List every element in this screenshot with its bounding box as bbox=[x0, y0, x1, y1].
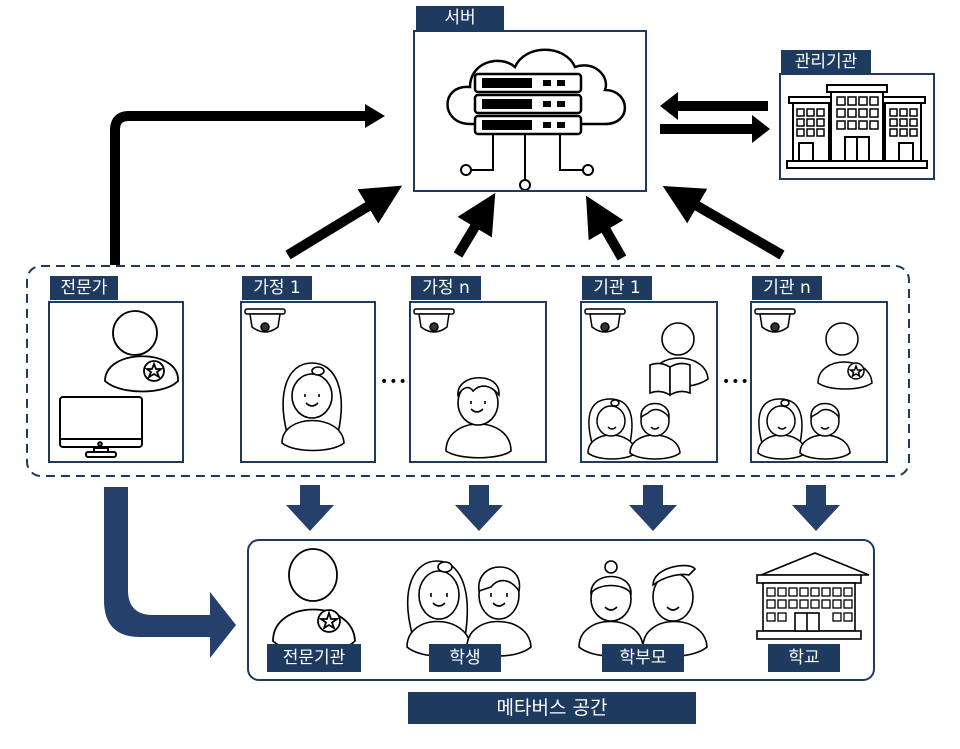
source-panel-expert[interactable] bbox=[48, 301, 184, 463]
arrow-head bbox=[365, 104, 385, 128]
students-icon bbox=[757, 398, 851, 460]
parents-icon bbox=[578, 560, 708, 657]
server-label: 서버 bbox=[416, 6, 504, 30]
member-label-school: 학교 bbox=[768, 644, 840, 672]
arrow-inst1-to-server bbox=[585, 195, 627, 261]
member-label-expert-org: 전문기관 bbox=[267, 644, 361, 672]
expert-person-icon bbox=[817, 322, 873, 390]
cctv-camera-icon bbox=[413, 308, 455, 333]
source-panel-home-1[interactable] bbox=[240, 301, 376, 463]
source-label-institution-1: 기관 1 bbox=[582, 276, 652, 300]
cctv-camera-icon bbox=[754, 308, 796, 333]
cctv-camera-icon bbox=[244, 308, 286, 333]
management-label: 관리기관 bbox=[781, 50, 871, 74]
member-label-parent: 학부모 bbox=[602, 644, 684, 672]
ellipsis-homes: ••• bbox=[380, 374, 408, 390]
teacher-book-icon bbox=[649, 322, 709, 397]
monitor-icon bbox=[59, 396, 143, 458]
sources-group-border bbox=[26, 265, 910, 477]
arrow-server-to-mgmt bbox=[752, 115, 770, 143]
expert-person-icon bbox=[272, 548, 356, 654]
management-box[interactable] bbox=[779, 73, 935, 180]
office-building-icon bbox=[786, 84, 928, 169]
boy-icon bbox=[445, 376, 512, 459]
ellipsis-institutions: ••• bbox=[722, 374, 750, 390]
metaverse-space-box[interactable]: 전문기관 학생 학부모 학교 bbox=[247, 539, 875, 681]
source-panel-home-n[interactable] bbox=[409, 301, 547, 463]
students-icon bbox=[587, 398, 681, 460]
source-label-expert: 전문가 bbox=[50, 276, 118, 300]
source-panel-institution-n[interactable] bbox=[750, 301, 888, 463]
metaverse-title: 메타버스 공간 bbox=[408, 692, 696, 724]
arrow-homen-to-server bbox=[453, 192, 496, 258]
arrow-expert-to-server bbox=[110, 111, 365, 265]
server-box[interactable] bbox=[413, 30, 647, 192]
students-icon bbox=[406, 560, 532, 657]
member-label-student: 학생 bbox=[429, 644, 501, 672]
cloud-server-icon bbox=[446, 48, 627, 191]
arrow-instn-to-server bbox=[662, 185, 785, 260]
arrow-expert-to-metaverse bbox=[104, 487, 236, 658]
source-panel-institution-1[interactable] bbox=[580, 301, 718, 463]
girl-icon bbox=[281, 362, 345, 452]
expert-person-icon bbox=[59, 310, 179, 458]
source-label-institution-n: 기관 n bbox=[752, 276, 822, 300]
source-label-home-1: 가정 1 bbox=[242, 276, 312, 300]
source-label-home-n: 가정 n bbox=[411, 276, 481, 300]
cctv-camera-icon bbox=[584, 308, 626, 333]
arrow-mgmt-to-server bbox=[660, 92, 678, 120]
arrow-home1-to-server bbox=[285, 185, 403, 260]
